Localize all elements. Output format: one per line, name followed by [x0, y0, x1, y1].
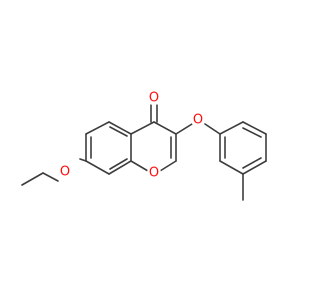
bond-pyran-o1-c2	[159, 160, 177, 172]
atom-label-layer: O O O O	[58, 91, 205, 181]
bond-pyran-c4-c4a	[130, 121, 155, 135]
carbonyl-oxygen-atom: O	[147, 91, 161, 106]
bond-benzo-c7-c8	[85, 160, 110, 175]
bond-tolyl-2	[242, 121, 267, 135]
bond-tolyl-5	[219, 160, 244, 175]
carbonyl-oxygen-label: O	[149, 91, 159, 106]
bond-benzo-c4a-c5	[108, 121, 132, 135]
bond-pyran-c8a-o1	[130, 160, 149, 172]
bond-tolyl-4	[242, 160, 267, 175]
ring-oxygen-label: O	[149, 166, 159, 181]
bond-tolyl-inner-3	[242, 157, 262, 169]
bond-pyran-c3-c4	[153, 121, 177, 135]
aryl-ether-oxygen-label: O	[193, 113, 203, 128]
bond-benzo-inner-2	[109, 158, 128, 170]
bond-tolyl-1	[219, 121, 244, 135]
bond-layer	[21, 104, 267, 201]
bond-benzo-c8-c8a	[108, 160, 132, 175]
molecule-structure-diagram: O O O O	[21, 91, 267, 201]
bond-c3-ether-o	[175, 123, 193, 135]
aryl-ether-oxygen-atom: O	[191, 113, 205, 128]
ethoxy-oxygen-label: O	[60, 165, 70, 180]
ring-oxygen-atom: O	[147, 166, 161, 181]
ethoxy-oxygen-atom: O	[58, 165, 72, 180]
bond-ethyl-cc	[21, 172, 44, 186]
bond-benzo-c5-c6	[85, 121, 110, 135]
bond-ether-o-aryl	[204, 123, 221, 135]
bond-benzo-inner-3	[109, 126, 128, 137]
bond-ethyl-co	[42, 172, 59, 182]
bond-ethoxy-o-ring	[79, 158, 87, 162]
bond-tolyl-inner-2	[242, 127, 262, 138]
